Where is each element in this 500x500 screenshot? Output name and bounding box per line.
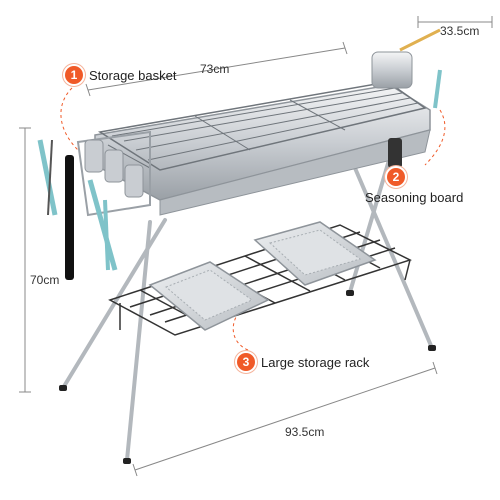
callout-number: 1	[65, 66, 83, 84]
dim-top-width-label: 73cm	[200, 62, 230, 76]
dim-height-label: 70cm	[30, 273, 60, 287]
callout-label: Seasoning board	[365, 190, 464, 205]
leader-storage-rack	[232, 299, 256, 351]
seasoning-cup	[371, 28, 441, 89]
callout-storage-basket: 1 Storage basket	[65, 66, 176, 84]
dimension-lines	[19, 16, 493, 477]
leader-seasoning-board	[424, 109, 446, 166]
bbq-tools	[37, 139, 118, 280]
callout-seasoning-board: 2 Seasoning board	[365, 168, 463, 205]
legs	[61, 148, 434, 462]
dim-bottom-width-line	[134, 367, 436, 471]
callout-number: 2	[387, 168, 405, 186]
grill-grate	[97, 81, 427, 171]
storage-basket	[76, 130, 151, 217]
tray-right	[253, 221, 377, 286]
leader-storage-basket	[60, 87, 79, 151]
tray-left	[148, 261, 270, 331]
callout-number: 3	[237, 353, 255, 371]
callout-label: Storage basket	[89, 67, 177, 83]
dim-depth-label: 33.5cm	[440, 24, 480, 38]
callout-storage-rack: 3 Large storage rack	[237, 353, 369, 371]
dim-bottom-width-label: 93.5cm	[285, 425, 325, 439]
dim-top-width-line	[87, 47, 346, 91]
seasoning-board-hook	[388, 69, 442, 168]
callout-label: Large storage rack	[261, 354, 370, 370]
